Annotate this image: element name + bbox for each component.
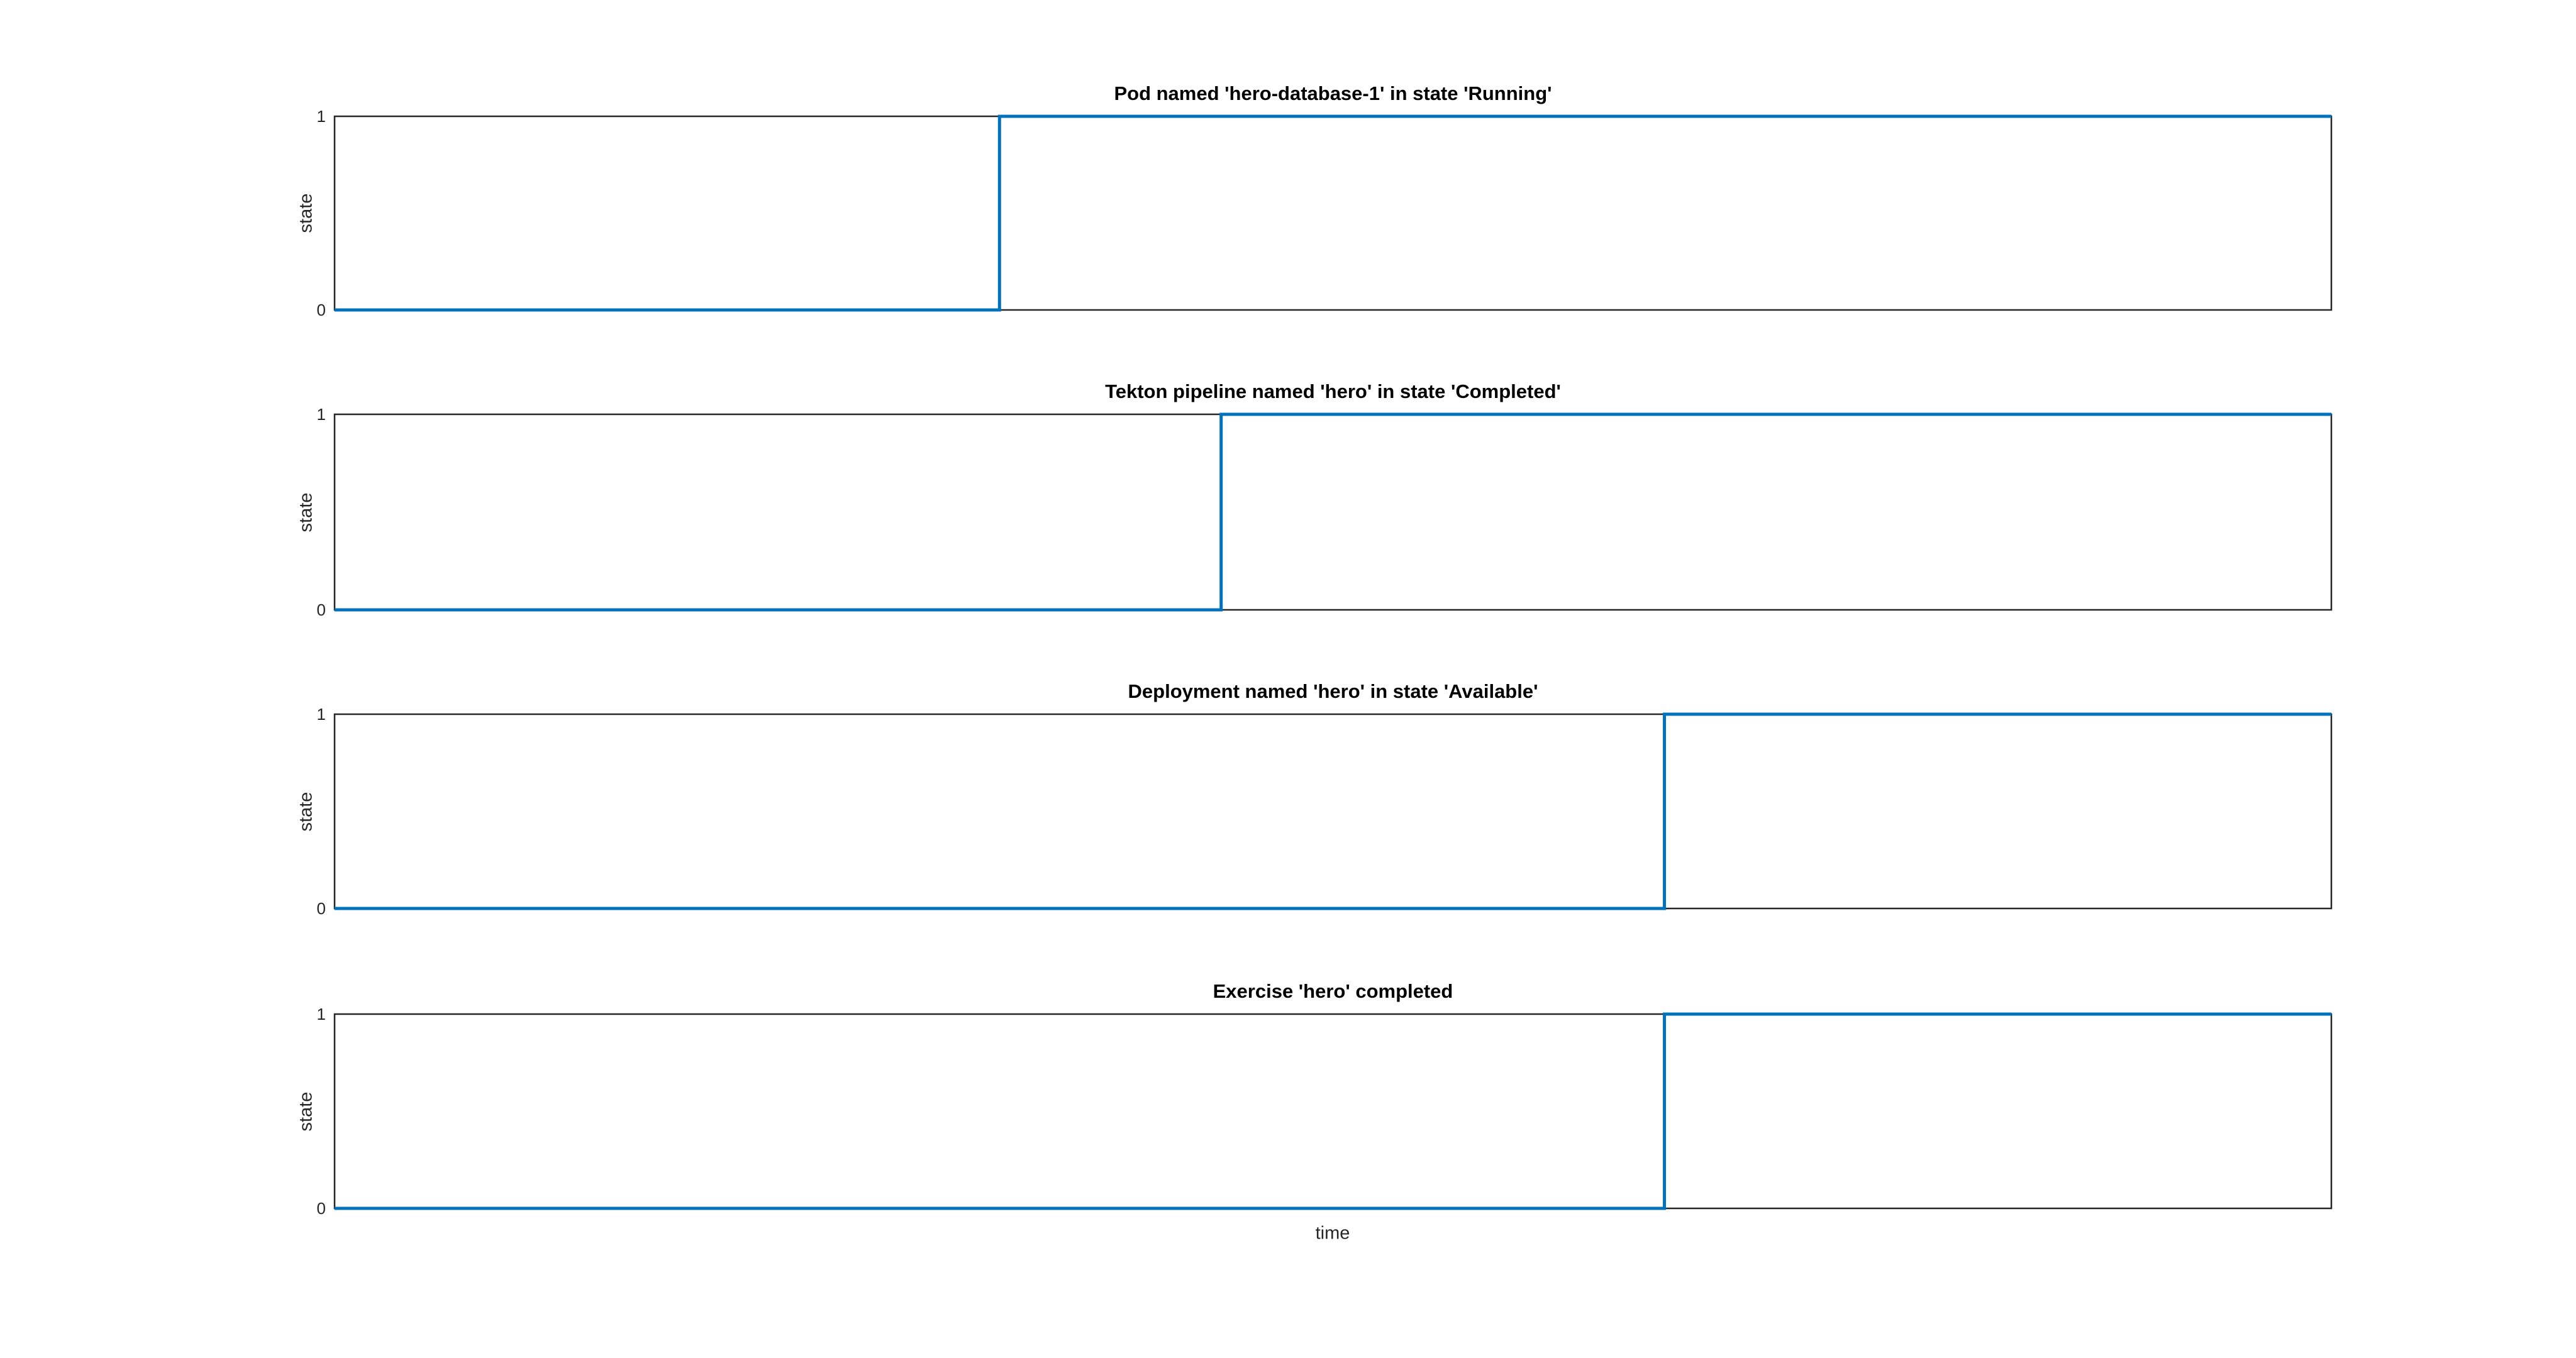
- state-step-line: [335, 114, 2331, 312]
- chart-title: Deployment named 'hero' in state 'Availa…: [1128, 680, 1538, 702]
- y-axis-label: state: [296, 792, 316, 831]
- ytick-label-1: 1: [316, 1005, 326, 1024]
- y-axis-label: state: [296, 492, 316, 532]
- step-chart-plot: [333, 1012, 2333, 1210]
- ytick-label-1: 1: [316, 705, 326, 724]
- chart-title: Tekton pipeline named 'hero' in state 'C…: [1105, 380, 1561, 402]
- chart-title: Exercise 'hero' completed: [1213, 980, 1453, 1002]
- plot-border: [333, 413, 2333, 611]
- step-chart-plot: [333, 412, 2333, 612]
- ytick-label-0: 0: [316, 1199, 326, 1218]
- step-chart-plot: [333, 712, 2333, 910]
- chart-title: Pod named 'hero-database-1' in state 'Ru…: [1114, 82, 1552, 104]
- plot-border: [333, 713, 2333, 910]
- y-axis-label: state: [296, 1091, 316, 1131]
- state-step-line: [335, 712, 2331, 910]
- ytick-label-0: 0: [316, 301, 326, 319]
- ytick-label-1: 1: [316, 107, 326, 126]
- state-step-line: [335, 1012, 2331, 1210]
- ytick-label-0: 0: [316, 600, 326, 619]
- plot-border: [333, 1013, 2333, 1210]
- y-axis-label: state: [296, 193, 316, 233]
- x-axis-label: time: [1315, 1223, 1350, 1244]
- plot-border: [333, 115, 2333, 311]
- ytick-label-1: 1: [316, 405, 326, 424]
- step-chart-plot: [333, 114, 2333, 312]
- state-step-line: [335, 412, 2331, 612]
- ytick-label-0: 0: [316, 899, 326, 918]
